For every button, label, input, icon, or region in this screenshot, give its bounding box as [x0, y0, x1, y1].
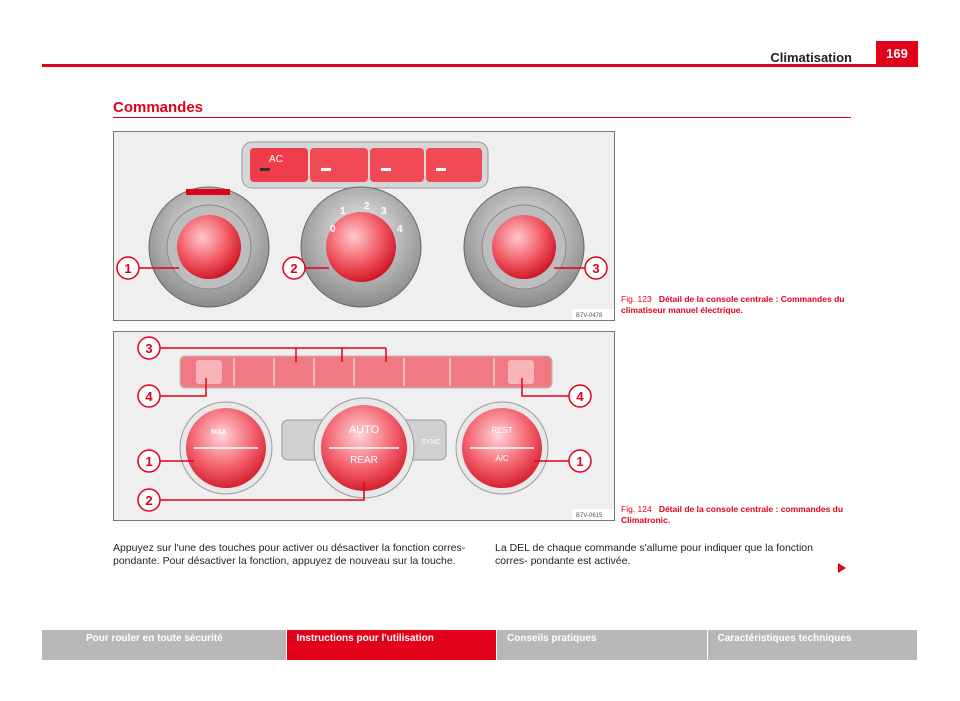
rear-defrost-button	[310, 148, 368, 182]
svg-text:4: 4	[145, 389, 153, 404]
figure-123: AC 0 1 2 3 4 1 2 3 B7V-0478	[113, 131, 615, 321]
callout-1-left	[137, 449, 161, 473]
fan-scale-1: 1	[340, 206, 346, 217]
callout-3	[137, 336, 161, 360]
svg-text:3: 3	[145, 341, 152, 356]
svg-text:2: 2	[145, 493, 152, 508]
page-number: 169	[876, 41, 918, 67]
caption-123: Fig. 123 Détail de la console centrale :…	[621, 294, 845, 315]
figure-code: B7V-0478	[576, 313, 603, 319]
svg-text:1: 1	[576, 454, 583, 469]
callout-2	[137, 488, 161, 512]
figure-124: MAX AUTO REAR SYNC REST A/C 3 4 4 1	[113, 331, 615, 521]
figure-code: B7V-0615	[576, 513, 603, 519]
rest-label: REST	[491, 426, 512, 435]
svg-text:3: 3	[592, 261, 599, 276]
body-text-right: La DEL de chaque commande s'allume pour …	[495, 542, 813, 567]
fan-scale-4: 4	[397, 224, 403, 235]
ac-label: AC	[269, 154, 283, 165]
footer-nav: Pour rouler en toute sécurité Instructio…	[42, 630, 918, 660]
tab-caracteristiques[interactable]: Caractéristiques techniques	[707, 630, 918, 660]
section-title: Commandes	[113, 99, 204, 116]
fan-scale-0: 0	[330, 224, 336, 235]
callout-4-right	[568, 384, 592, 408]
temperature-knob	[177, 215, 241, 279]
svg-text:1: 1	[124, 261, 131, 276]
tab-conseils[interactable]: Conseils pratiques	[497, 630, 708, 660]
caption-124: Fig. 124 Détail de la console centrale :…	[621, 504, 844, 525]
svg-text:4: 4	[576, 389, 584, 404]
tab-securite[interactable]: Pour rouler en toute sécurité	[42, 630, 287, 660]
front-defrost-button	[370, 148, 424, 182]
air-distribution-knob	[492, 215, 556, 279]
callout-3	[584, 256, 608, 280]
callout-1-right	[568, 449, 592, 473]
seat-heat-right-button	[508, 360, 534, 384]
callout-4-left	[137, 384, 161, 408]
fan-speed-knob	[326, 212, 396, 282]
ac-label: A/C	[495, 454, 509, 463]
section-rule	[113, 117, 851, 118]
callout-2	[282, 256, 306, 280]
callout-1	[116, 256, 140, 280]
svg-text:1: 1	[145, 454, 152, 469]
max-label: MAX	[211, 429, 227, 436]
body-text-left: Appuyez sur l'une des touches pour activ…	[113, 542, 466, 567]
seat-heat-left-button	[196, 360, 222, 384]
rear-label: REAR	[350, 455, 378, 466]
fan-scale-2: 2	[364, 201, 370, 212]
chapter-title: Climatisation	[770, 50, 852, 65]
sync-label: SYNC	[421, 439, 440, 446]
ac-button	[250, 148, 308, 182]
recirculation-button	[426, 148, 482, 182]
fan-scale-3: 3	[381, 206, 387, 217]
continue-arrow-icon	[838, 563, 846, 573]
header-rule	[42, 64, 876, 67]
svg-text:2: 2	[290, 261, 297, 276]
tab-instructions[interactable]: Instructions pour l'utilisation	[286, 630, 497, 660]
auto-label: AUTO	[349, 424, 380, 436]
